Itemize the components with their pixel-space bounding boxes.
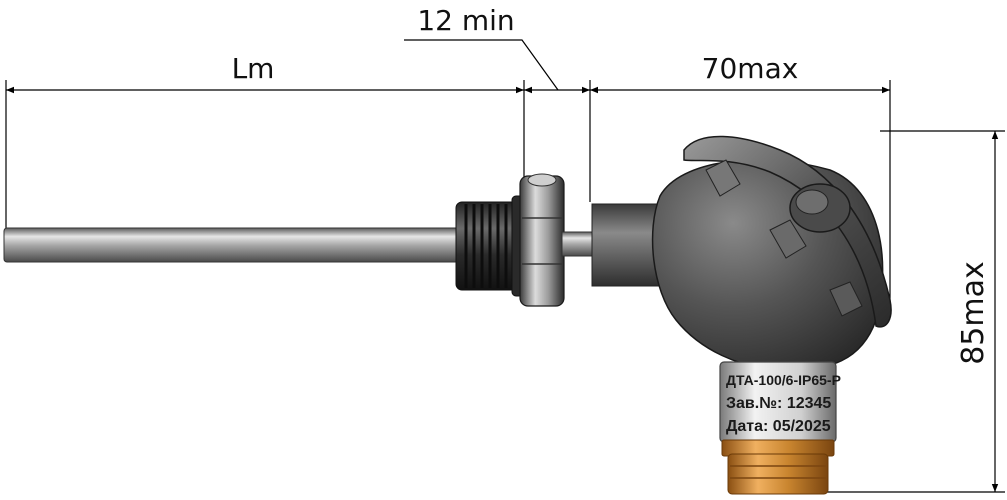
dimension-head-height-label: 85max — [956, 261, 991, 365]
nameplate-date: Дата: 05/2025 — [726, 418, 831, 435]
nameplate-sleeve: ДТА-100/6-IP65-Р Зав.№: 12345 Дата: 05/2… — [719, 361, 841, 443]
probe-rod-short — [561, 231, 595, 257]
nameplate-serial: Зав.№: 12345 — [726, 395, 831, 412]
terminal-head — [651, 135, 892, 371]
hex-nut — [519, 173, 565, 307]
dimension-lines — [5, 39, 1005, 493]
probe-tube — [3, 227, 465, 263]
brass-fitting — [721, 439, 835, 495]
dimension-length-label: Lm — [232, 52, 275, 85]
nameplate-model: ДТА-100/6-IP65-Р — [726, 372, 841, 388]
dimension-gap-label: 12 min — [417, 4, 514, 37]
dimension-head-width-label: 70max — [702, 52, 799, 85]
dimension-gap-leader — [404, 39, 559, 91]
threaded-fitting — [455, 195, 527, 297]
